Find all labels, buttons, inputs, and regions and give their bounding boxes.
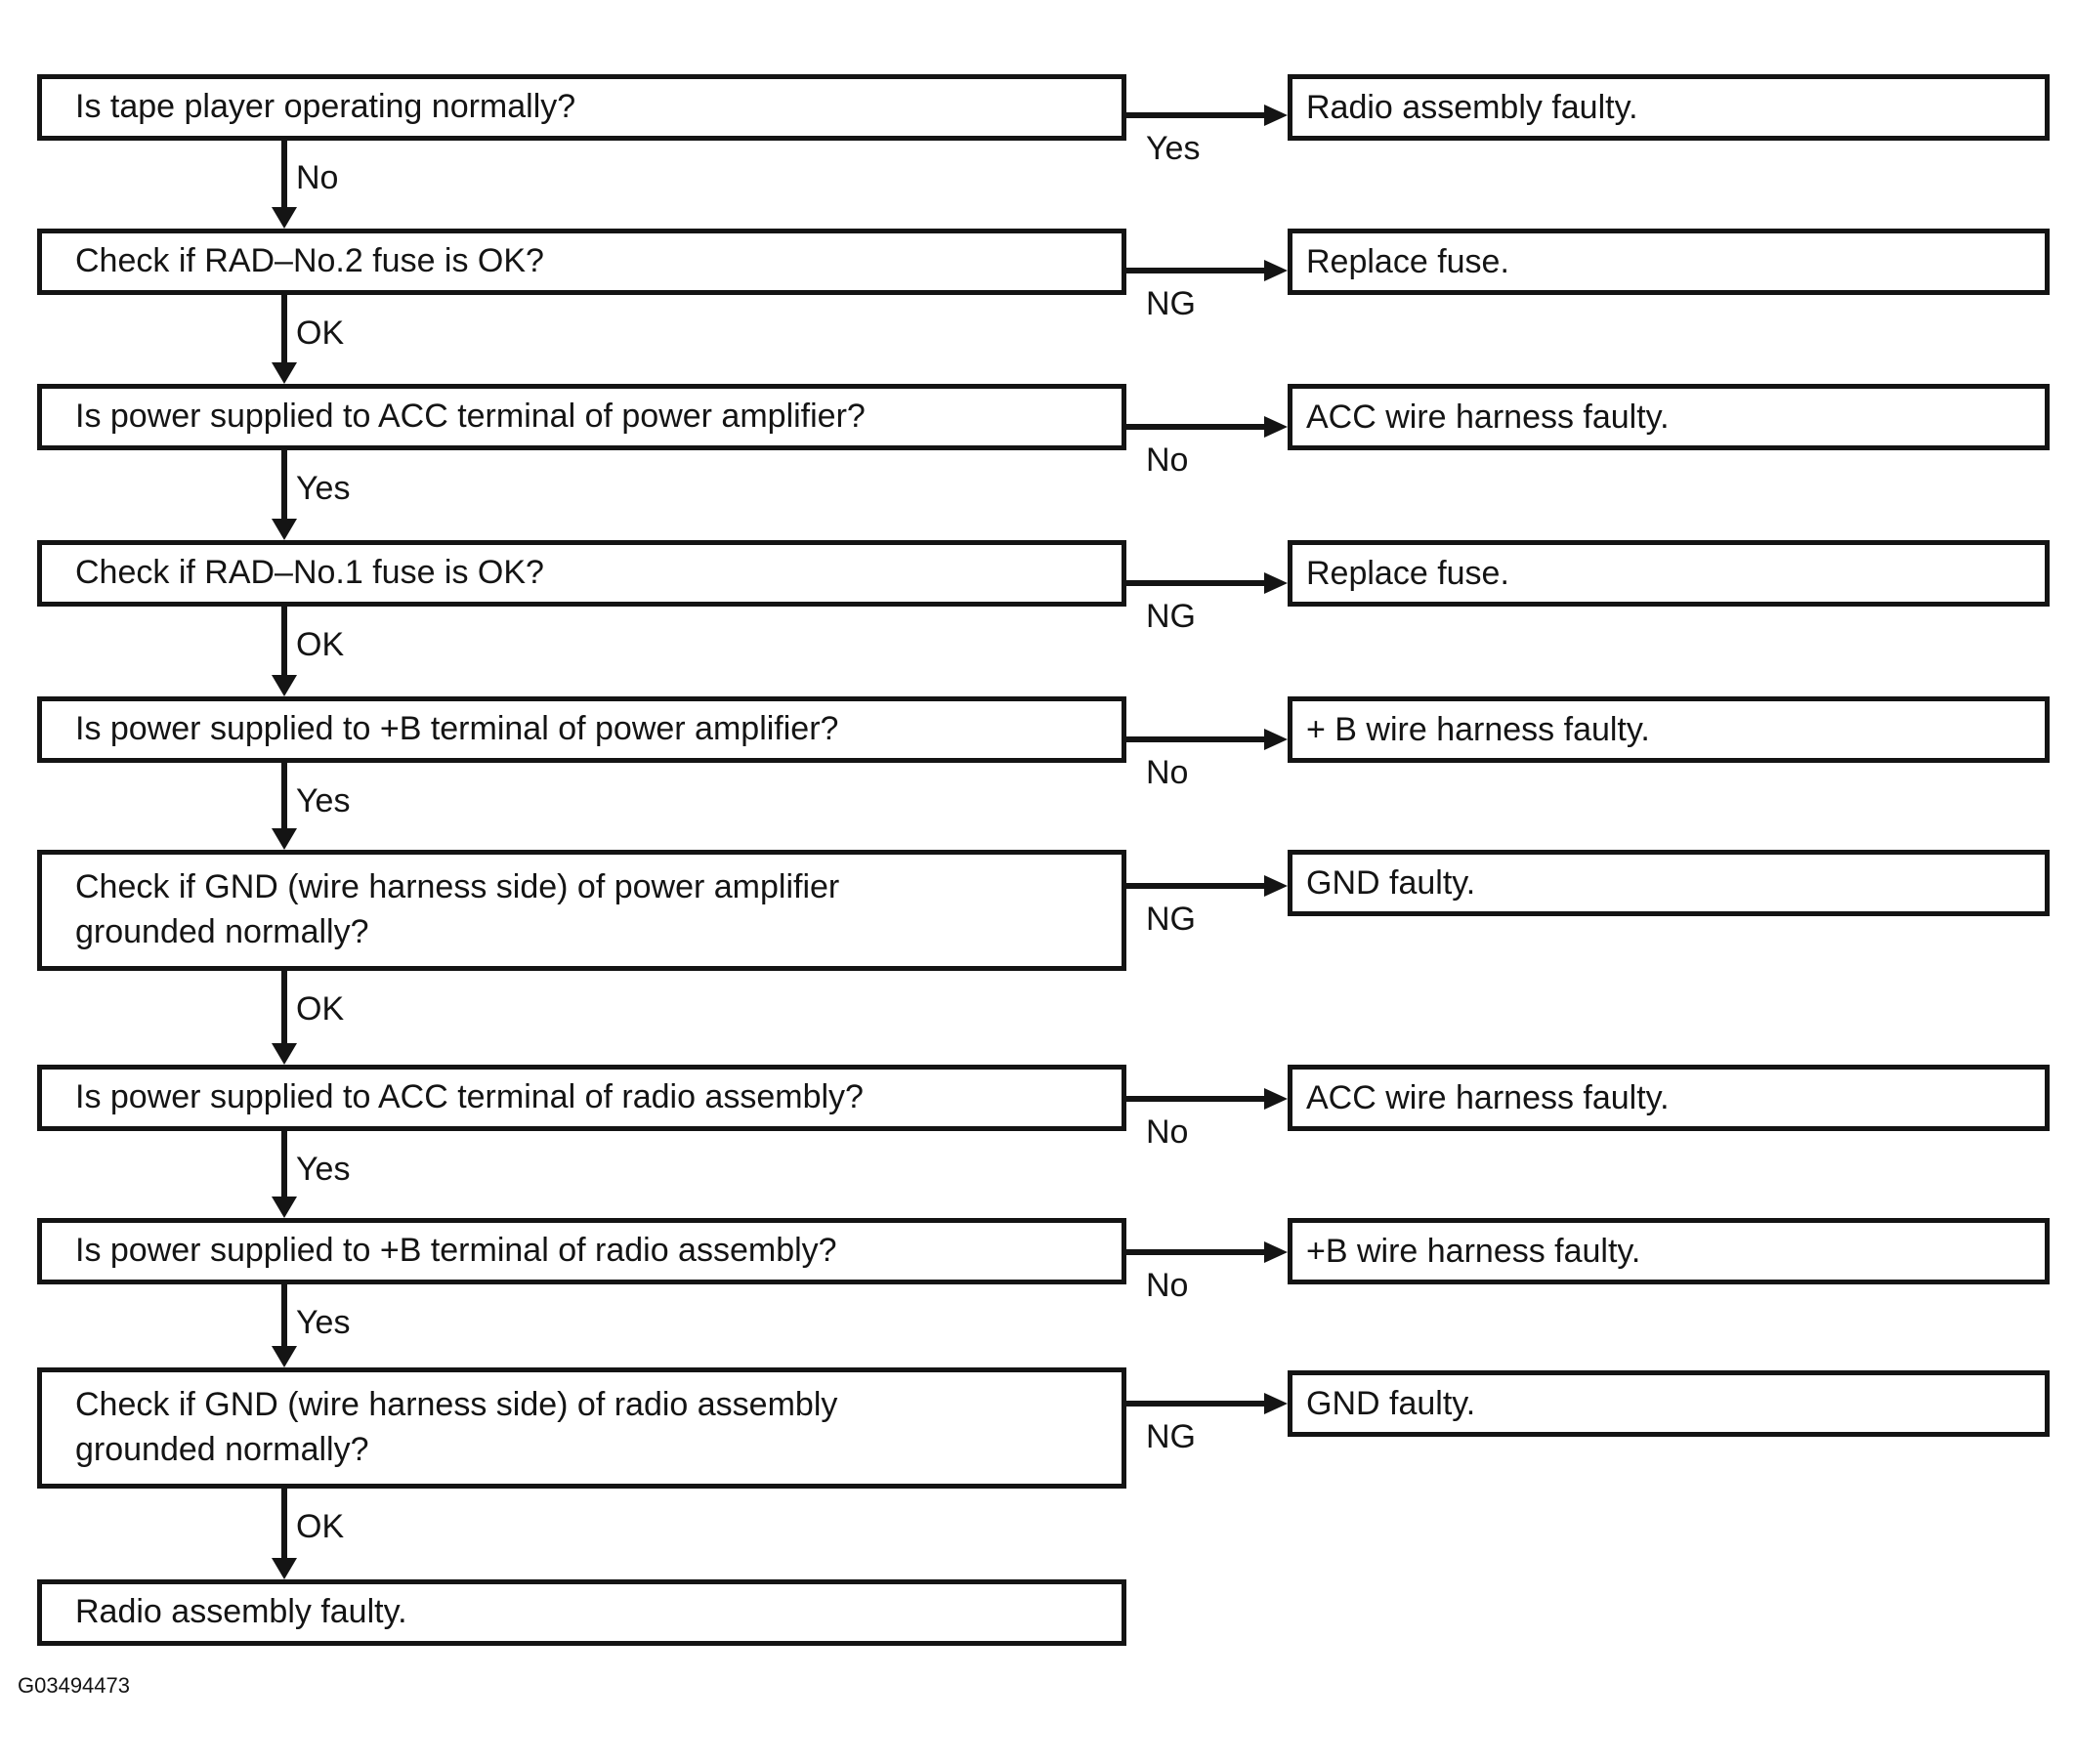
result-box: GND faulty. — [1288, 1370, 2050, 1437]
arrow-down-icon — [272, 828, 297, 850]
arrow-down-icon — [272, 207, 297, 229]
result-text: GND faulty. — [1306, 863, 1476, 902]
arrow-down-icon — [272, 362, 297, 384]
question-text: Is power supplied to ACC terminal of rad… — [75, 1078, 864, 1116]
arrow-down-icon — [272, 1346, 297, 1367]
question-box: Check if GND (wire harness side) of powe… — [37, 850, 1126, 971]
arrow-right-line — [1126, 1249, 1264, 1255]
arrow-down-line — [281, 971, 287, 1043]
question-box: Check if RAD–No.1 fuse is OK? — [37, 540, 1126, 607]
branch-label-down: Yes — [296, 1304, 351, 1341]
arrow-right-line — [1126, 883, 1264, 889]
arrow-right-line — [1126, 736, 1264, 742]
branch-label-down: OK — [296, 315, 345, 352]
branch-label-side: No — [1146, 1267, 1189, 1304]
branch-label-side: NG — [1146, 901, 1196, 938]
result-text: GND faulty. — [1306, 1384, 1476, 1422]
result-box-final: Radio assembly faulty. — [37, 1579, 1126, 1646]
result-text: ACC wire harness faulty. — [1306, 1078, 1670, 1116]
question-box: Is tape player operating normally? — [37, 74, 1126, 141]
arrow-right-icon — [1264, 1241, 1288, 1263]
arrow-right-icon — [1264, 729, 1288, 750]
branch-label-down: No — [296, 159, 339, 196]
question-text: Check if RAD–No.2 fuse is OK? — [75, 242, 544, 280]
branch-label-side: Yes — [1146, 130, 1201, 167]
question-text: Is power supplied to +B terminal of radi… — [75, 1232, 837, 1270]
arrow-right-icon — [1264, 875, 1288, 897]
result-box: +B wire harness faulty. — [1288, 1218, 2050, 1284]
arrow-down-icon — [272, 675, 297, 696]
branch-label-side: NG — [1146, 1418, 1196, 1455]
result-text: +B wire harness faulty. — [1306, 1232, 1641, 1270]
arrow-down-line — [281, 295, 287, 362]
arrow-right-line — [1126, 1401, 1264, 1407]
arrow-down-line — [281, 1489, 287, 1558]
branch-label-down: OK — [296, 626, 345, 663]
arrow-down-icon — [272, 1043, 297, 1065]
question-text: Check if GND (wire harness side) of powe… — [75, 868, 840, 950]
branch-label-down: OK — [296, 1508, 345, 1545]
arrow-down-icon — [272, 1197, 297, 1218]
question-box: Is power supplied to +B terminal of powe… — [37, 696, 1126, 763]
result-box: + B wire harness faulty. — [1288, 696, 2050, 763]
result-text: Replace fuse. — [1306, 554, 1509, 592]
question-text: Is power supplied to +B terminal of powe… — [75, 710, 839, 748]
arrow-right-line — [1126, 112, 1264, 118]
arrow-right-line — [1126, 1096, 1264, 1102]
result-text: + B wire harness faulty. — [1306, 710, 1650, 748]
figure-id: G03494473 — [18, 1673, 130, 1698]
result-text: ACC wire harness faulty. — [1306, 398, 1670, 436]
arrow-right-icon — [1264, 260, 1288, 281]
result-box: Radio assembly faulty. — [1288, 74, 2050, 141]
arrow-right-icon — [1264, 416, 1288, 438]
arrow-right-icon — [1264, 572, 1288, 594]
arrow-right-icon — [1264, 105, 1288, 126]
question-box: Is power supplied to ACC terminal of pow… — [37, 384, 1126, 450]
branch-label-side: No — [1146, 1113, 1189, 1151]
arrow-down-line — [281, 141, 287, 209]
arrow-right-line — [1126, 268, 1264, 273]
question-text: Is power supplied to ACC terminal of pow… — [75, 398, 866, 436]
arrow-down-line — [281, 763, 287, 828]
branch-label-side: NG — [1146, 285, 1196, 322]
question-text: Check if RAD–No.1 fuse is OK? — [75, 554, 544, 592]
branch-label-side: No — [1146, 441, 1189, 479]
arrow-down-line — [281, 1131, 287, 1197]
result-text: Replace fuse. — [1306, 242, 1509, 280]
arrow-down-icon — [272, 1558, 297, 1579]
result-box: GND faulty. — [1288, 850, 2050, 916]
arrow-down-icon — [272, 519, 297, 540]
arrow-right-line — [1126, 580, 1264, 586]
branch-label-side: No — [1146, 754, 1189, 791]
arrow-right-line — [1126, 424, 1264, 430]
question-box: Is power supplied to ACC terminal of rad… — [37, 1065, 1126, 1131]
branch-label-down: OK — [296, 990, 345, 1028]
result-box: Replace fuse. — [1288, 229, 2050, 295]
question-text: Check if GND (wire harness side) of radi… — [75, 1386, 838, 1468]
question-text: Is tape player operating normally? — [75, 88, 576, 126]
arrow-right-icon — [1264, 1088, 1288, 1110]
branch-label-side: NG — [1146, 598, 1196, 635]
branch-label-down: Yes — [296, 782, 351, 819]
arrow-down-line — [281, 607, 287, 675]
question-box: Check if RAD–No.2 fuse is OK? — [37, 229, 1126, 295]
question-box: Check if GND (wire harness side) of radi… — [37, 1367, 1126, 1489]
arrow-down-line — [281, 450, 287, 519]
result-text: Radio assembly faulty. — [75, 1593, 407, 1631]
result-box: ACC wire harness faulty. — [1288, 1065, 2050, 1131]
result-box: Replace fuse. — [1288, 540, 2050, 607]
arrow-down-line — [281, 1284, 287, 1346]
branch-label-down: Yes — [296, 1151, 351, 1188]
result-box: ACC wire harness faulty. — [1288, 384, 2050, 450]
arrow-right-icon — [1264, 1393, 1288, 1414]
result-text: Radio assembly faulty. — [1306, 88, 1638, 126]
question-box: Is power supplied to +B terminal of radi… — [37, 1218, 1126, 1284]
branch-label-down: Yes — [296, 470, 351, 507]
